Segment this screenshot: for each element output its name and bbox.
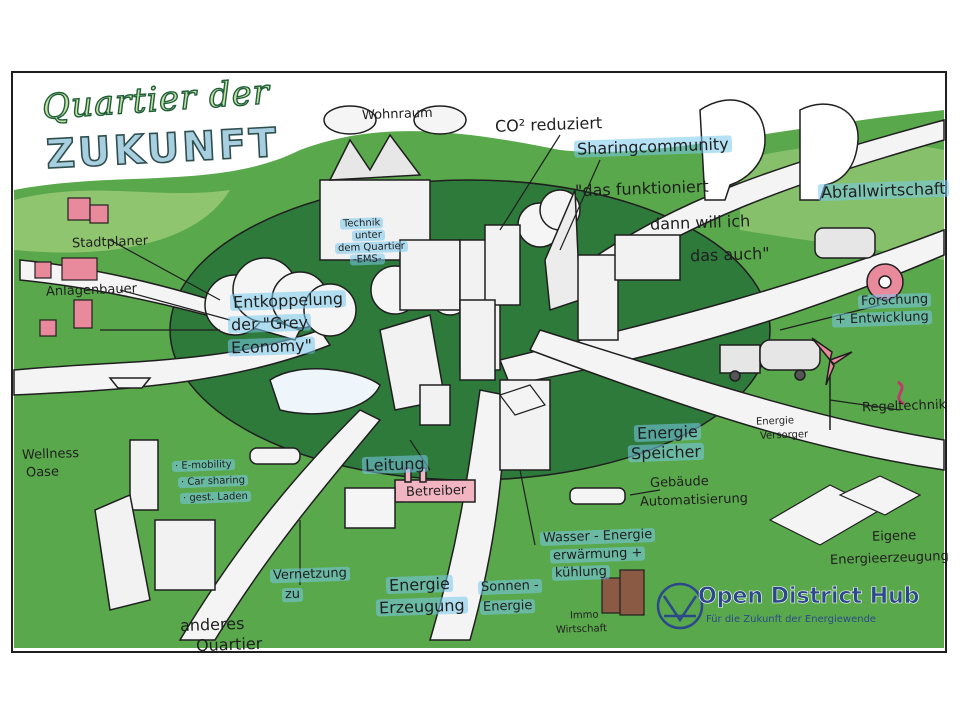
dna-icon (897, 380, 905, 406)
label-vernetzung-2: zu (281, 587, 304, 603)
label-eigene-1: Eigene (871, 528, 917, 545)
label-emobility: · E-mobility (171, 458, 235, 473)
person-board (344, 487, 396, 529)
label-speicher-1: Energie (633, 422, 702, 443)
quote-line-1: "das funktioniert (574, 176, 710, 201)
label-entkoppelung-1: Entkoppelung (229, 289, 347, 312)
label-wellness-1: Wellness (21, 446, 80, 463)
label-immo-2: Wirtschaft (555, 623, 608, 636)
logo-mark (656, 582, 704, 630)
label-entkoppelung-2: der "Grey (227, 313, 312, 334)
label-entkoppelung-3: Economy" (227, 336, 316, 357)
label-sonnen-2: Energie (479, 598, 536, 615)
label-abfallwirtschaft: Abfallwirtschaft (817, 179, 949, 202)
label-wasser-3: kühlung (551, 564, 611, 582)
label-wohnraum: Wohnraum (361, 105, 433, 124)
house-icon-left (34, 197, 109, 337)
wind-turbine-icon (811, 337, 853, 430)
car-icon (249, 447, 626, 505)
label-anderes-1: anderes (179, 613, 245, 636)
label-gebaeude-1: Gebäude (649, 473, 710, 492)
boat-icon (108, 377, 152, 389)
label-technik-2: unter (351, 229, 386, 242)
quote-line-2: dann will ich (649, 211, 751, 234)
label-erzeugung-2: Erzeugung (375, 596, 468, 617)
truck-icon (719, 227, 876, 382)
label-forschung-1: Forschung (857, 292, 932, 310)
label-stadtplaner: Stadtplaner (71, 233, 149, 252)
open-district-hub-logo: Open District Hub Für die Zukunft der En… (658, 578, 920, 648)
label-co2: CO² reduziert (494, 113, 603, 136)
logo-name: Open District Hub (698, 584, 920, 610)
label-anderes-2: Quartier (195, 633, 263, 656)
solar-panel-icon (499, 384, 922, 546)
label-erzeugung-1: Energie (385, 574, 454, 595)
label-energieversorger-1: Energie (755, 415, 795, 428)
label-sonnen-1: Sonnen - (477, 578, 542, 596)
label-technik-4: -EMS- (349, 253, 385, 266)
logo-tagline: Für die Zukunft der Energiewende (706, 614, 877, 625)
label-regeltechnik: Regeltechnik (861, 397, 947, 416)
label-vernetzung-1: Vernetzung (269, 566, 351, 584)
label-leitung: Leitung (361, 454, 428, 475)
label-wellness-2: Oase (25, 464, 60, 481)
quote-line-3: das auch" (689, 243, 770, 266)
lake (269, 368, 381, 415)
label-betreiber: Betreiber (401, 482, 471, 502)
house-icon (601, 569, 645, 616)
label-technik-1: Technik (339, 217, 384, 230)
label-speicher-2: Speicher (627, 442, 705, 463)
person-icon (699, 99, 859, 201)
label-energieversorger-2: Versorger (759, 429, 809, 442)
label-immo-1: Immo (569, 609, 599, 622)
